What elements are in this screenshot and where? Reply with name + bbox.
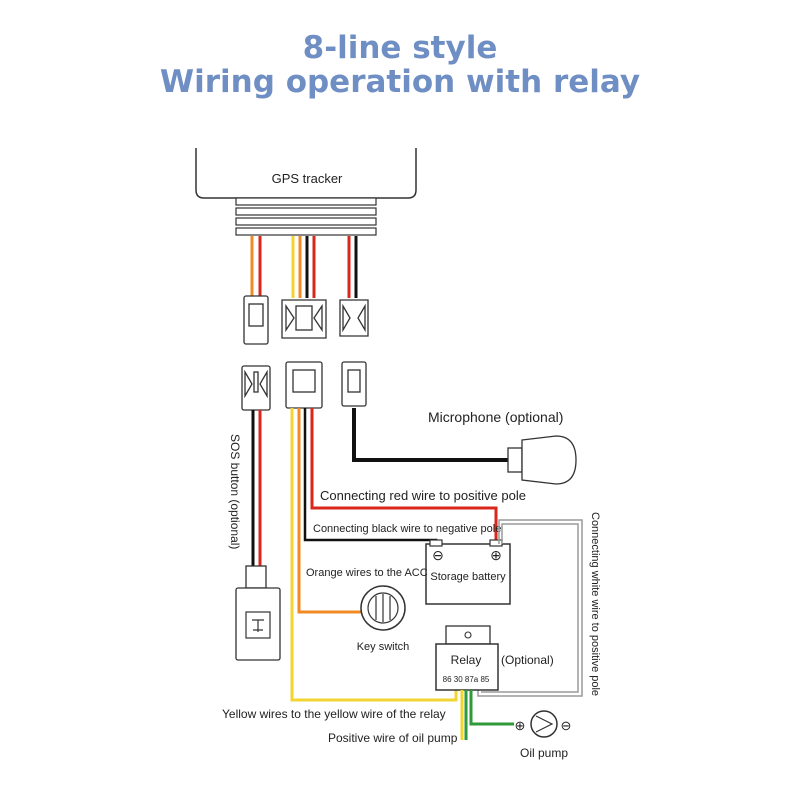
white-wire: [477, 519, 583, 697]
black-wire-label: Connecting black wire to negative pole: [313, 523, 501, 535]
red-wire: [310, 408, 498, 544]
key-switch-label: Key switch: [357, 641, 410, 653]
yellow-wire: [290, 408, 458, 702]
relay: Relay 86 30 87a 85 (Optional): [435, 625, 554, 691]
positive-pole-icon: ⊕: [490, 547, 502, 563]
microphone-assembly: Microphone (optional): [352, 408, 577, 485]
microphone: [521, 435, 577, 485]
red-wire-label: Connecting red wire to positive pole: [320, 488, 526, 503]
yellow-wire-label: Yellow wires to the yellow wire of the r…: [222, 707, 446, 721]
oil-pump-positive-icon: ⊕: [515, 718, 526, 733]
oil-wire-label: Positive wire of oil pump: [328, 731, 458, 745]
title-line-1: 8-line style: [302, 30, 498, 66]
gps-tracker: GPS tracker: [195, 148, 417, 236]
sos-button-assembly: SOS button (optional): [228, 410, 281, 661]
relay-optional-label: (Optional): [501, 653, 554, 667]
relay-pins-label: 86 30 87a 85: [443, 675, 490, 684]
storage-battery: ⊖ ⊕ Storage battery: [425, 539, 511, 605]
oil-pump: ⊕ ⊖ Oil pump: [515, 710, 572, 760]
relay-label: Relay: [451, 653, 482, 667]
microphone-label: Microphone (optional): [428, 409, 563, 425]
sos-label: SOS button (optional): [228, 434, 242, 549]
title-line-2: Wiring operation with relay: [159, 64, 641, 100]
tracker-label: GPS tracker: [272, 171, 343, 186]
oil-pump-negative-icon: ⊖: [561, 718, 572, 733]
white-wire-label: Connecting white wire to positive pole: [589, 512, 601, 696]
oil-pump-label: Oil pump: [520, 746, 568, 760]
negative-pole-icon: ⊖: [432, 547, 444, 563]
battery-label: Storage battery: [430, 571, 506, 583]
lower-connectors: [241, 361, 367, 411]
key-switch: Key switch: [357, 585, 410, 653]
upper-connectors: [243, 295, 369, 345]
orange-wire: [297, 408, 362, 614]
orange-wire-label: Orange wires to the ACC: [306, 567, 428, 579]
tracker-wires: [250, 236, 358, 298]
